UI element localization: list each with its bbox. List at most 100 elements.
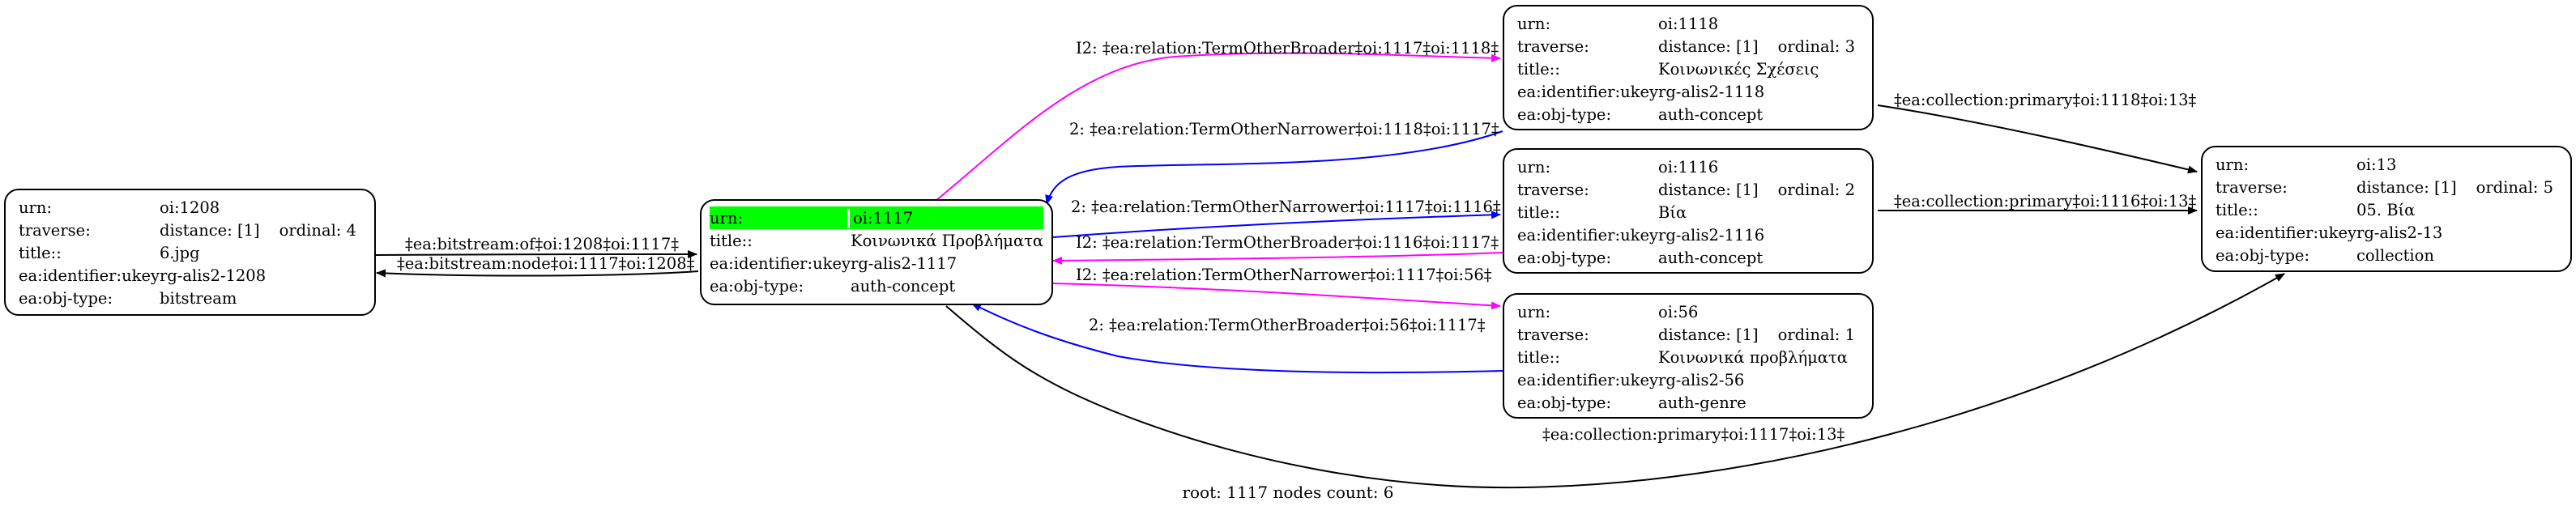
node-row: urn: oi:1116 xyxy=(1517,155,1859,178)
row-key: ea:obj-type: xyxy=(2216,245,2310,265)
row-key: traverse: xyxy=(2216,177,2288,197)
edge-label-bitstream-of: ‡ea:bitstream:of‡oi:1208‡oi:1117‡ xyxy=(405,235,679,253)
row-key: ea:obj-type: xyxy=(1517,104,1612,124)
row-value: auth-concept xyxy=(1658,248,1764,267)
node-row: traverse:distance: [1]ordinal: 1 xyxy=(1517,323,1859,346)
node-oi-1208[interactable]: urn:oi:1208 traverse:distance: [1]ordina… xyxy=(4,189,376,316)
row-value: Κοινωνικές Σχέσεις xyxy=(1658,59,1819,79)
edge-label-collection-1118-13: ‡ea:collection:primary‡oi:1118‡oi:13‡ xyxy=(1894,91,2197,109)
row-key: traverse: xyxy=(1517,325,1589,344)
row-value: auth-concept xyxy=(1658,104,1764,124)
row-key: title:: xyxy=(710,231,753,250)
row-value: auth-genre xyxy=(1658,393,1746,412)
row-value: rg-alis2-13 xyxy=(2356,223,2443,242)
edge-label-narrower-1117-1116: 2: ‡ea:relation:TermOtherNarrower‡oi:111… xyxy=(1071,198,1501,216)
edge-broader-1116-1117 xyxy=(1052,252,1503,265)
row-value: Κοινωνικά Προβλήματα xyxy=(851,231,1044,250)
row-value: rg-alis2-1118 xyxy=(1658,82,1765,101)
row-value: distance: [1] xyxy=(2356,177,2457,197)
row-value: rg-alis2-1208 xyxy=(160,266,267,285)
row-value: rg-alis2-56 xyxy=(1658,370,1745,389)
row-value: rg-alis2-1117 xyxy=(851,253,957,273)
node-row: ea:obj-type: auth-genre xyxy=(1517,391,1859,414)
row-key: traverse: xyxy=(1517,36,1589,56)
row-key: ea:identifier:ukey xyxy=(1517,82,1658,101)
row-value: rg-alis2-1116 xyxy=(1658,225,1765,245)
edge-bitstream-node xyxy=(376,269,699,278)
row-key: urn: xyxy=(710,208,850,228)
row-key: ea:obj-type: xyxy=(19,288,113,308)
edge-bitstream-of xyxy=(373,250,697,259)
row-key: ea:identifier:ukey xyxy=(19,266,160,285)
row-value: distance: [1] xyxy=(1658,180,1759,199)
row-value: bitstream xyxy=(160,288,237,308)
node-row: title::05. Βία xyxy=(2216,198,2557,221)
edge-broader-1117-1118 xyxy=(931,52,1501,205)
row-key: urn: xyxy=(1517,157,1551,177)
row-key: ea:obj-type: xyxy=(710,276,804,296)
row-value: oi:13 xyxy=(2356,155,2397,174)
row-ordinal: ordinal: 3 xyxy=(1777,36,1855,56)
node-row: ea:obj-type: auth-concept xyxy=(1517,103,1859,125)
row-key: ea:identifier:ukey xyxy=(1517,225,1658,245)
row-key: ea:identifier:ukey xyxy=(710,253,851,273)
edge-collection-1117-13 xyxy=(945,273,2285,489)
node-row: urn:oi:1208 xyxy=(19,196,361,219)
edge-label-broader-1117-1118: I2: ‡ea:relation:TermOtherBroader‡oi:111… xyxy=(1076,39,1499,57)
row-key: title:: xyxy=(19,243,62,262)
node-row: ea:obj-type: bitstream xyxy=(19,287,361,309)
row-key: urn: xyxy=(1517,14,1551,33)
edge-label-collection-1117-13: ‡ea:collection:primary‡oi:1117‡oi:13‡ xyxy=(1542,425,1845,444)
edge-narrower-1118-1117 xyxy=(1045,130,1503,205)
graph-footer: root: 1117 nodes count: 6 xyxy=(1182,483,1394,502)
node-row-highlighted: urn:oi:1117 xyxy=(710,206,1043,229)
edge-broader-56-1117 xyxy=(971,303,1503,374)
row-key: traverse: xyxy=(19,220,91,240)
edge-label-narrower-1118-1117: 2: ‡ea:relation:TermOtherNarrower‡oi:111… xyxy=(1069,120,1499,138)
edge-narrower-1117-56 xyxy=(1052,283,1501,310)
node-row: title::Κοινωνικά Προβλήματα xyxy=(710,229,1043,252)
row-value: distance: [1] xyxy=(1658,325,1759,344)
row-key: title:: xyxy=(1517,59,1560,79)
edge-collection-1118-13 xyxy=(1877,104,2198,174)
node-oi-1116[interactable]: urn:oi:1116 traverse:distance: [1]ordina… xyxy=(1503,148,1874,274)
row-value: distance: [1] xyxy=(160,220,260,240)
edge-label-collection-1116-13: ‡ea:collection:primary‡oi:1116‡oi:13‡ xyxy=(1894,192,2197,211)
node-row: ea:obj-type: auth-concept xyxy=(1517,246,1859,269)
node-oi-13[interactable]: urn:oi:13 traverse:distance: [1]ordinal:… xyxy=(2201,146,2572,272)
row-key: urn: xyxy=(2216,155,2250,174)
edge-label-broader-1116-1117: I2: ‡ea:relation:TermOtherBroader‡oi:111… xyxy=(1076,233,1499,252)
node-oi-1117-root[interactable]: urn:oi:1117 title::Κοινωνικά Προβλήματα … xyxy=(700,199,1053,305)
edge-narrower-1117-1116 xyxy=(1052,211,1501,238)
row-value: Βία xyxy=(1658,202,1687,222)
node-oi-56[interactable]: urn:oi:56 traverse:distance: [1]ordinal:… xyxy=(1503,293,1874,419)
node-row: title::Κοινωνικές Σχέσεις xyxy=(1517,57,1859,80)
node-row: urn:oi:56 xyxy=(1517,300,1859,323)
row-key: ea:obj-type: xyxy=(1517,393,1612,412)
node-oi-1118[interactable]: urn:oi:1118 traverse:distance: [1]ordina… xyxy=(1503,5,1874,130)
row-value: collection xyxy=(2356,245,2434,265)
edge-label-narrower-1117-56: I2: ‡ea:relation:TermOtherNarrower‡oi:11… xyxy=(1076,266,1492,284)
row-key: ea:identifier:ukey xyxy=(1517,370,1658,389)
row-key: ea:identifier:ukey xyxy=(2216,223,2356,242)
row-value: Κοινωνικά προβλήματα xyxy=(1658,347,1848,367)
row-key: traverse: xyxy=(1517,180,1589,199)
node-row: title::Κοινωνικά προβλήματα xyxy=(1517,346,1859,368)
edge-label-bitstream-node: ‡ea:bitstream:node‡oi:1117‡oi:1208‡ xyxy=(397,254,695,273)
row-value: oi:1116 xyxy=(1658,157,1719,177)
row-value: oi:1117 xyxy=(853,208,914,228)
node-row: ea:obj-type:auth-concept xyxy=(710,274,1043,297)
row-key: ea:obj-type: xyxy=(1517,248,1612,267)
row-key: urn: xyxy=(19,198,53,217)
row-key: title:: xyxy=(1517,347,1560,367)
node-row: urn:oi:1118 xyxy=(1517,12,1859,35)
row-value: 6.jpg xyxy=(160,243,200,262)
node-row: title::6.jpg xyxy=(19,241,361,264)
node-row: traverse:distance: [1]ordinal: 4 xyxy=(19,219,361,241)
row-value: 05. Βία xyxy=(2356,200,2416,219)
